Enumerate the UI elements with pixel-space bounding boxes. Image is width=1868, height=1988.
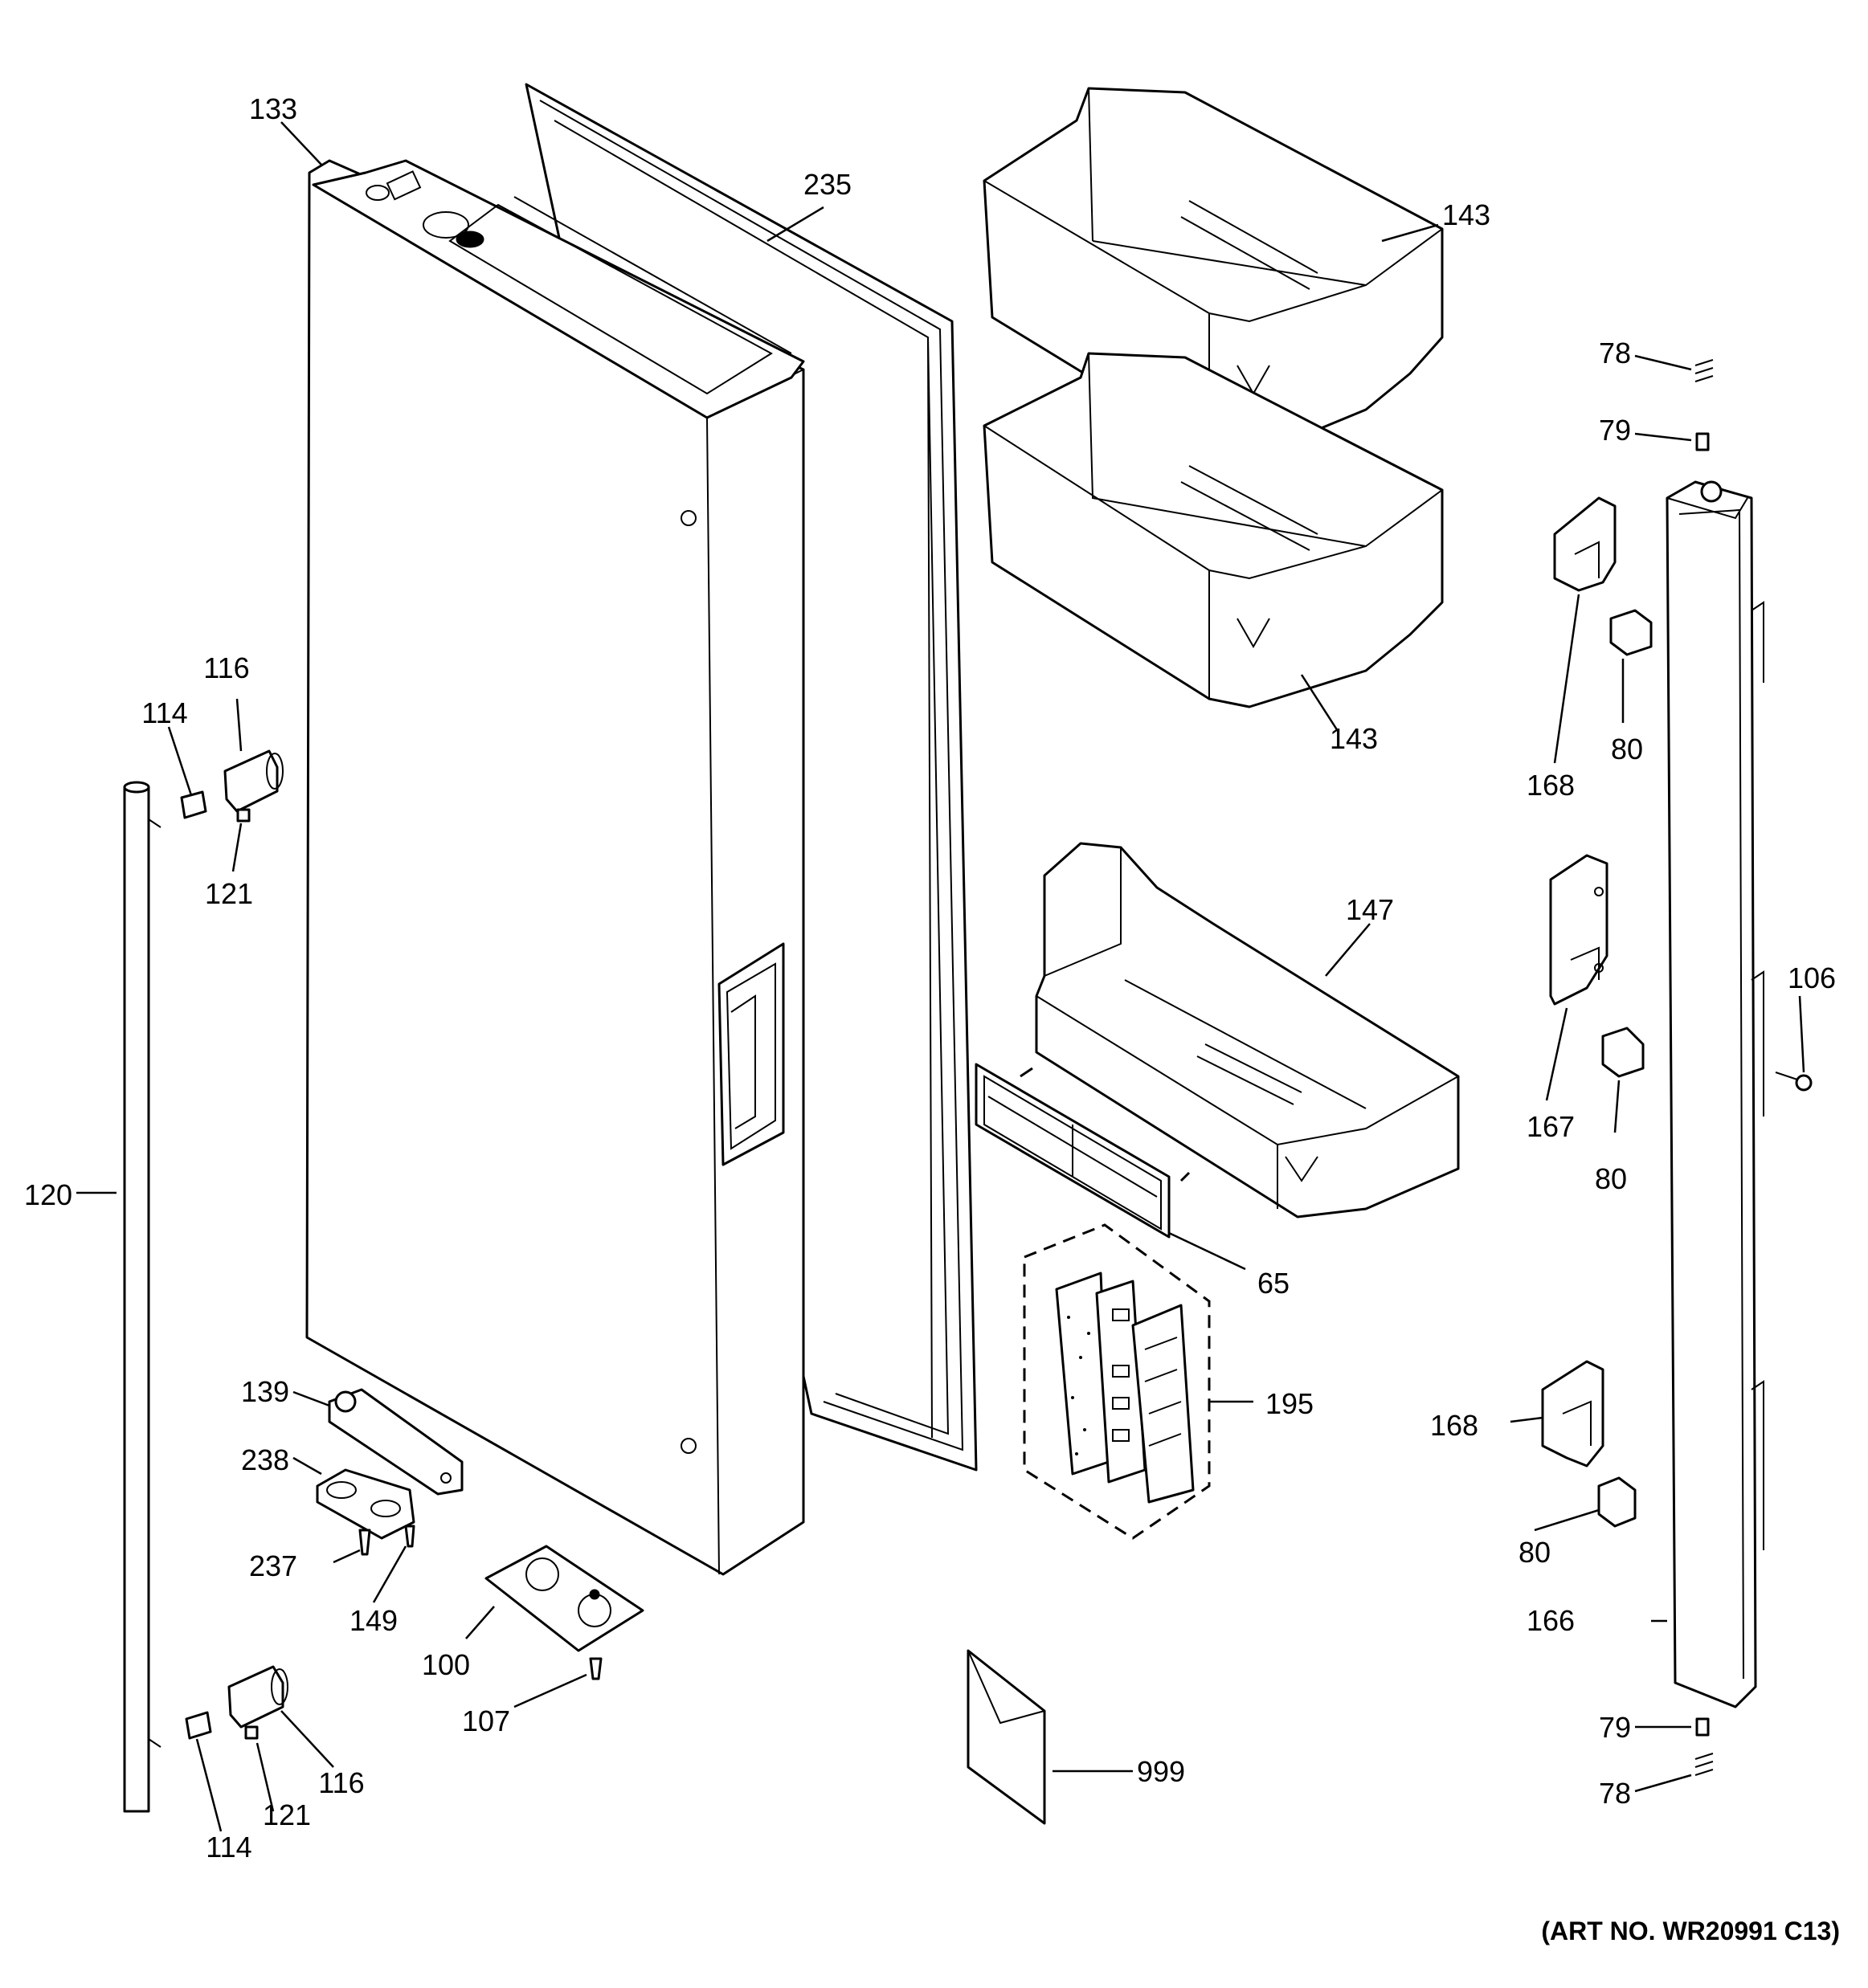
callout-166: 166	[1527, 1604, 1575, 1637]
callout-121-lower: 121	[263, 1798, 311, 1831]
pin-79-lower	[1695, 1717, 1710, 1737]
clip-80-middle	[1601, 1027, 1645, 1078]
callout-147: 147	[1346, 893, 1394, 926]
callout-78-upper: 78	[1599, 337, 1631, 369]
callout-labels: 133 235 143 143 78 79 116 114 121 168 80…	[24, 92, 1836, 1863]
clip-80-upper	[1609, 609, 1653, 656]
hinge-bracket-168-lower	[1541, 1360, 1604, 1468]
callout-78-lower: 78	[1599, 1777, 1631, 1810]
cam-238	[316, 1468, 415, 1540]
hinge-plate-100	[484, 1545, 644, 1652]
callout-65: 65	[1257, 1267, 1290, 1300]
set-screw-121-lower	[244, 1725, 259, 1740]
hinge-139	[328, 1388, 464, 1496]
callout-114-upper: 114	[141, 696, 187, 729]
handle-screw-114-upper	[180, 790, 207, 819]
callout-235: 235	[803, 168, 852, 201]
callout-79-lower: 79	[1599, 1711, 1631, 1744]
callout-80-lower: 80	[1519, 1536, 1551, 1569]
set-screw-121-upper	[236, 808, 251, 823]
badge-plate	[975, 1063, 1191, 1239]
callout-121-upper: 121	[205, 877, 253, 910]
callout-168-lower: 168	[1430, 1409, 1478, 1442]
callout-149: 149	[349, 1604, 398, 1637]
callout-168-upper: 168	[1527, 769, 1575, 802]
callout-107: 107	[462, 1704, 510, 1737]
screw-107	[589, 1657, 603, 1680]
hinge-bracket-168-upper	[1553, 496, 1617, 592]
callout-999: 999	[1137, 1755, 1185, 1788]
door-bin-lower	[983, 352, 1444, 708]
screw-106	[1775, 1072, 1813, 1092]
callout-238: 238	[241, 1443, 289, 1476]
callout-143-upper: 143	[1442, 198, 1490, 231]
callout-114-lower: 114	[206, 1831, 251, 1863]
door-bin-147	[1035, 842, 1460, 1219]
literature-envelope	[967, 1649, 1046, 1825]
callout-100: 100	[422, 1648, 470, 1681]
handle-mount-116-upper	[223, 749, 284, 813]
callout-116-lower: 116	[318, 1766, 364, 1799]
callout-116-upper: 116	[203, 651, 249, 684]
hinge-bracket-167	[1549, 854, 1608, 1006]
screw-237	[358, 1529, 371, 1556]
handle-screw-114-lower	[185, 1711, 212, 1740]
callout-106: 106	[1788, 961, 1836, 994]
callout-80-middle: 80	[1595, 1162, 1627, 1195]
callout-237: 237	[249, 1549, 297, 1582]
art-number: (ART NO. WR20991 C13)	[1541, 1917, 1840, 1945]
callout-139: 139	[241, 1375, 289, 1408]
door-handle	[123, 781, 161, 1813]
callout-133: 133	[249, 92, 297, 125]
callout-195: 195	[1265, 1387, 1314, 1420]
screw-149	[404, 1525, 415, 1548]
clip-80-lower	[1597, 1476, 1637, 1528]
control-board-kit	[1023, 1223, 1211, 1540]
callout-167: 167	[1527, 1110, 1575, 1143]
refrigerator-door	[305, 159, 805, 1576]
spring-78-lower	[1694, 1753, 1714, 1776]
callout-79-upper: 79	[1599, 414, 1631, 447]
pin-79-upper	[1695, 432, 1710, 451]
leader-lines	[76, 121, 1805, 1832]
callout-80-upper: 80	[1611, 733, 1643, 765]
spring-78-upper	[1694, 359, 1714, 382]
callout-143-lower: 143	[1330, 722, 1378, 755]
callout-120: 120	[24, 1178, 72, 1211]
hinge-cover-strip	[1666, 480, 1764, 1708]
handle-mount-116-lower	[227, 1665, 288, 1729]
